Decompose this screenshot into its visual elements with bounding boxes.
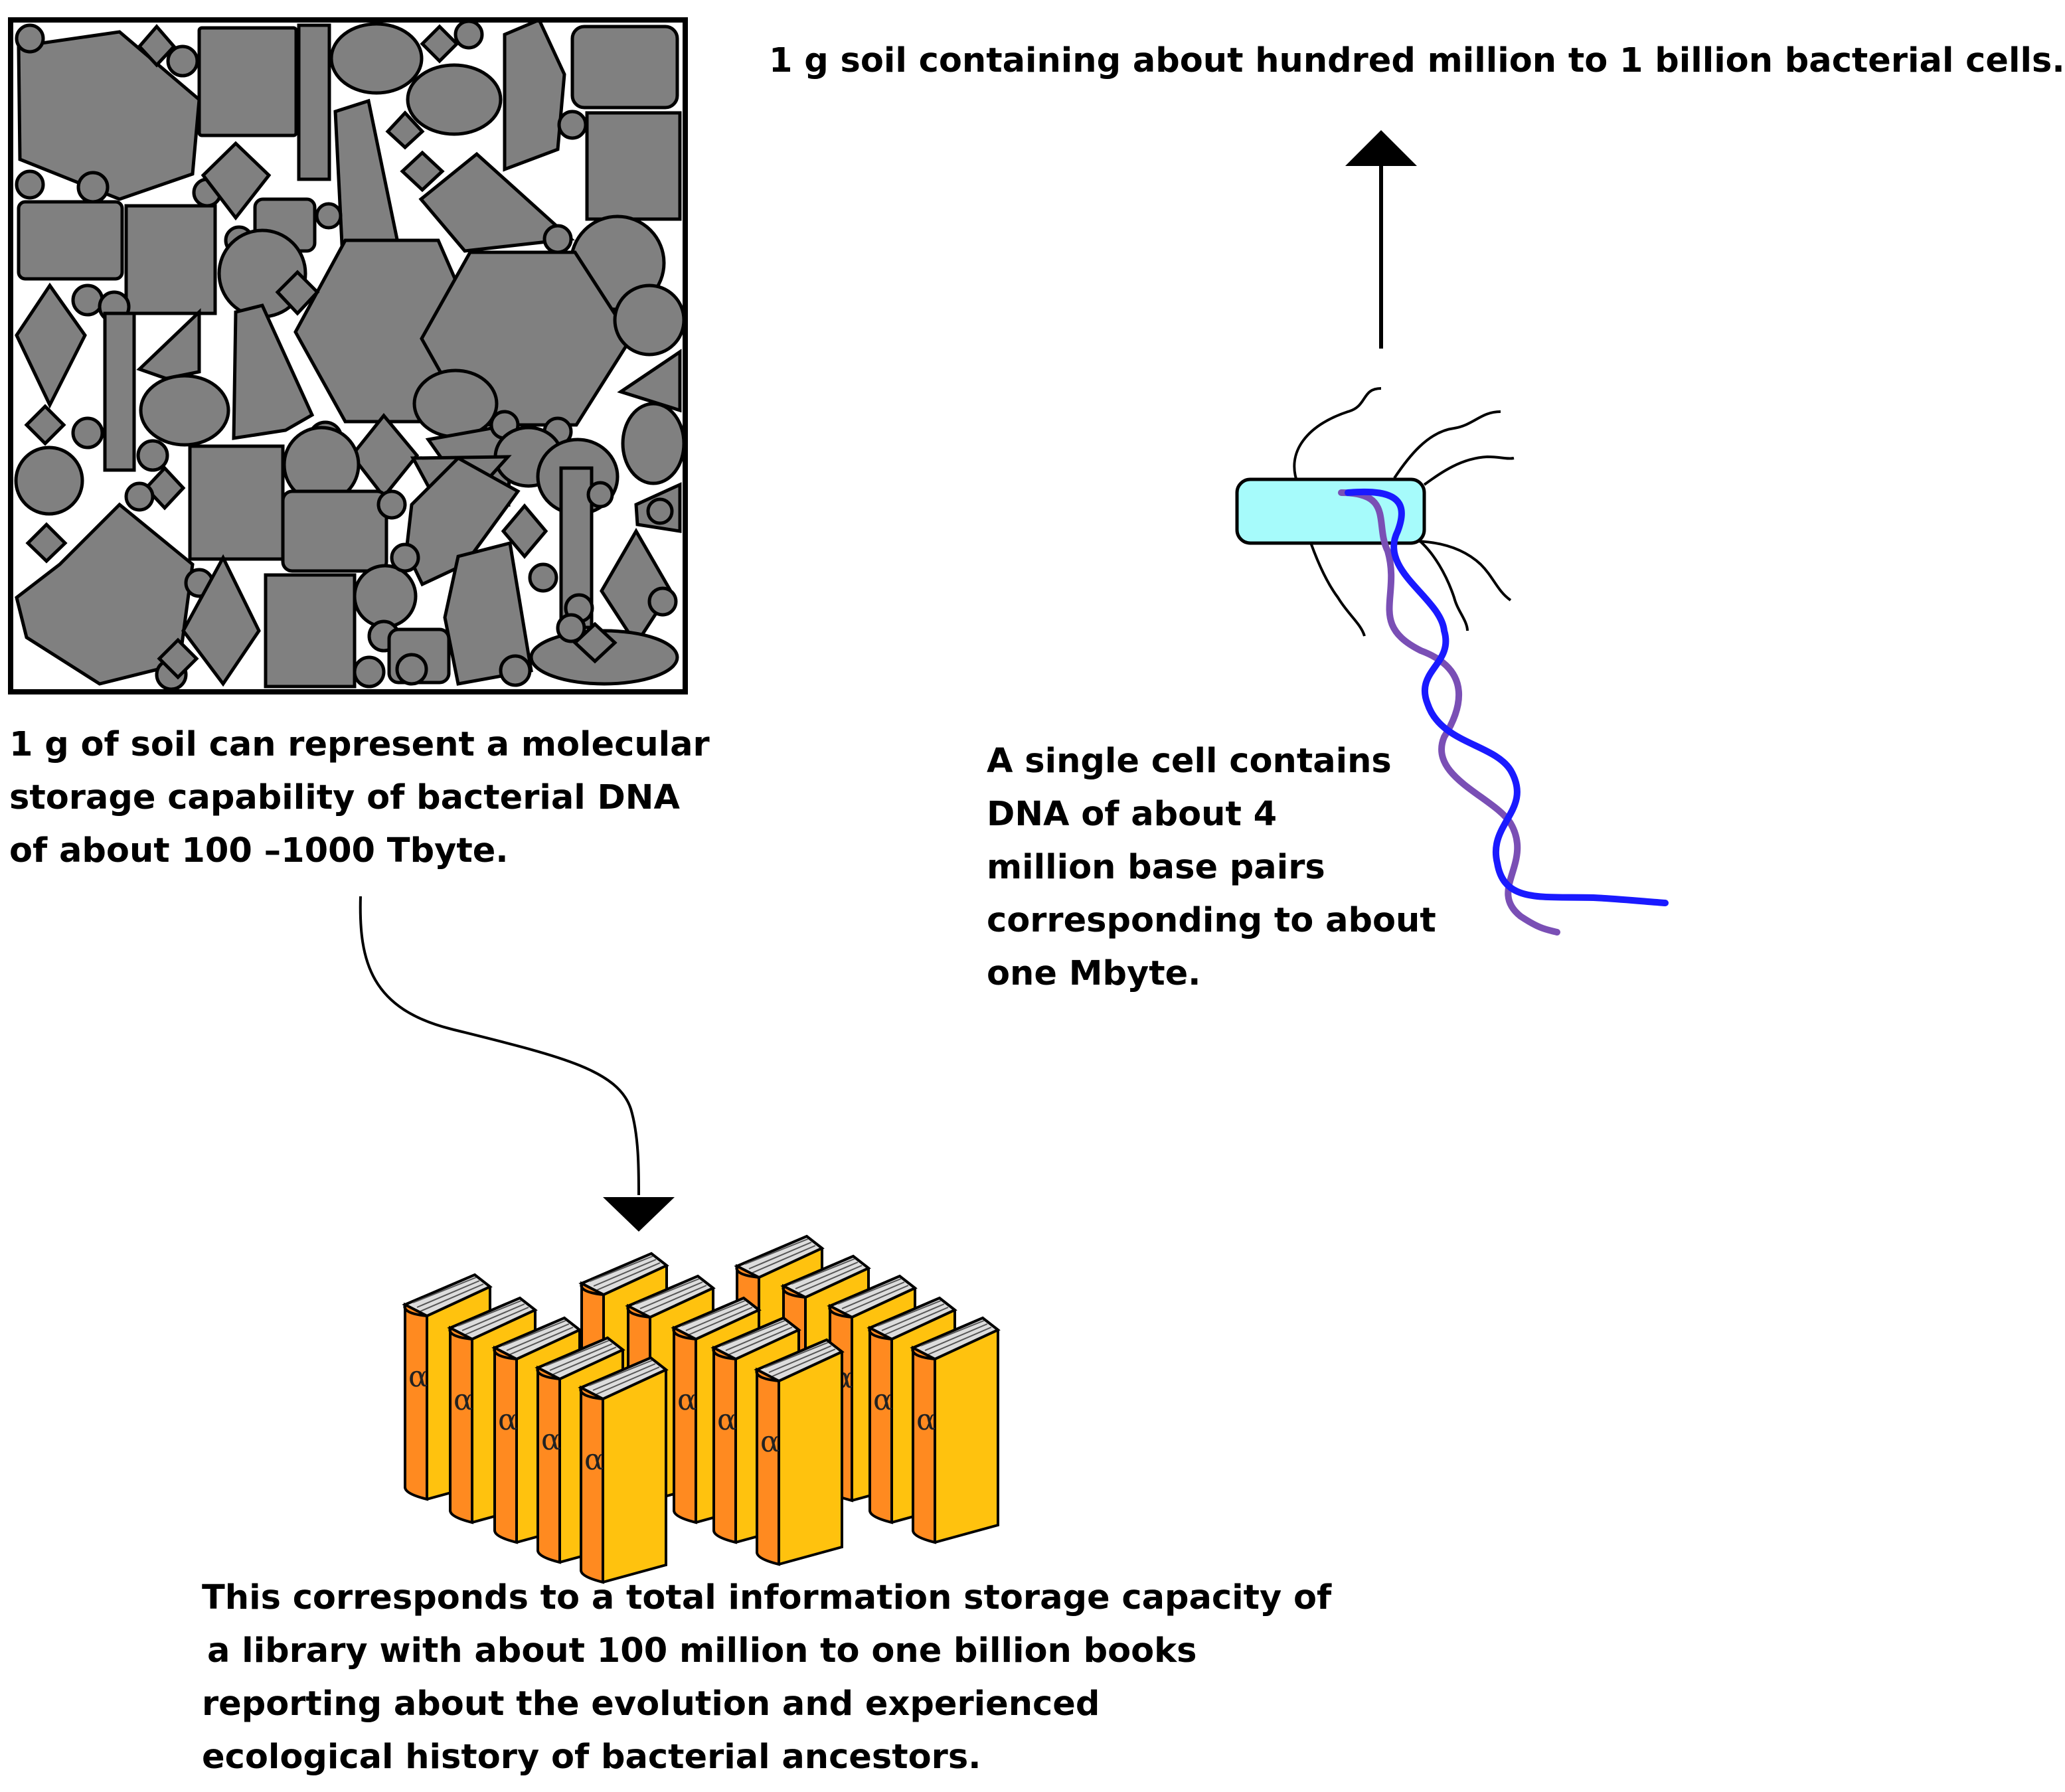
soil-particle [586,481,614,509]
book-stack [403,1235,999,1584]
soil-particle [14,446,84,516]
soil-particle [613,284,686,357]
soil-particle [315,202,343,230]
library-caption-line: ecological history of bacterial ancestor… [202,1738,981,1777]
bacterial-cell [1235,387,1515,637]
soil-particle [556,613,586,643]
library-caption: This corresponds to a total information … [202,1572,1331,1784]
soil-particle [15,502,195,686]
soil-particle [570,25,679,110]
diagram-canvas: α [8,17,1669,1584]
cell-caption: A single cell contains DNA of about 4 mi… [987,735,1436,1001]
soil-particle [557,110,588,140]
soil-particle [281,489,388,573]
soil-particle [71,284,104,317]
soil-particle [143,465,186,511]
soil-particle [376,489,407,520]
soil-particle [15,23,45,54]
arrow-curved-down [359,896,675,1232]
book-icon [911,1317,999,1544]
cell-caption-line: one Mbyte. [987,954,1201,993]
book-icon [579,1356,667,1584]
soil-particle [197,26,298,137]
soil-particle [264,573,357,689]
library-caption-line: This corresponds to a total information … [202,1578,1332,1617]
cell-caption-line: corresponding to about [987,901,1436,940]
soil-particle [136,308,201,380]
soil-particle [181,554,261,687]
soil-sample-box [8,17,688,694]
soil-particle [124,481,155,512]
soil-particle [542,224,573,254]
soil-particle [353,564,418,629]
soil-particle [443,540,533,686]
library-caption-line: reporting about the evolution and experi… [202,1684,1100,1724]
soil-particle [15,169,45,200]
arrow-up [1345,130,1417,349]
soil-particle [647,586,678,617]
soil-particle [103,311,136,472]
soil-particle [528,562,558,593]
soil-particle [24,404,66,446]
soil-particle [166,44,199,78]
soil-caption: 1 g of soil can represent a molecular st… [9,718,710,878]
soil-caption-line: of about 100 –1000 Tbyte. [9,831,509,870]
soil-particle [412,368,499,439]
soil-particle [400,150,445,193]
soil-caption-line: storage capability of bacterial DNA [9,778,680,817]
soil-particle [157,637,199,680]
soil-particle [188,444,285,561]
soil-particle [17,200,124,281]
soil-particle [454,19,484,50]
cell-caption-line: DNA of about 4 [987,795,1278,834]
soil-particle [385,110,425,150]
soil-particle [501,503,548,559]
soil-particle [390,542,420,573]
soil-particle [17,30,201,201]
soil-particle [646,497,674,525]
soil-particle [76,171,110,204]
soil-particle [71,416,104,449]
soil-particle [585,111,682,221]
soil-particle [406,63,503,136]
cell-caption-line: million base pairs [987,848,1325,887]
soil-particle [297,23,331,181]
soil-caption-line: 1 g of soil can represent a molecular [9,725,710,764]
soil-particle [232,303,315,440]
soil-particle [621,402,686,485]
soil-particle [124,204,217,315]
cell-caption-line: A single cell contains [987,742,1392,781]
soil-particle [137,24,177,68]
soil-particle [353,655,386,689]
soil-particle [275,270,320,316]
soil-particle [15,282,87,409]
soil-particle [395,653,428,686]
dna-strand [1338,488,1669,936]
soil-particle [25,522,68,564]
book-icon [755,1339,843,1566]
soil-particle [329,22,424,95]
top-right-label: 1 g soil containing about hundred millio… [769,41,2065,80]
soil-particle [136,439,169,472]
soil-particle [499,654,532,687]
soil-particle [617,349,682,413]
soil-particle [201,141,272,221]
library-caption-line: a library with about 100 million to one … [207,1631,1197,1670]
soil-particle [139,374,230,447]
soil-particle [420,24,459,64]
